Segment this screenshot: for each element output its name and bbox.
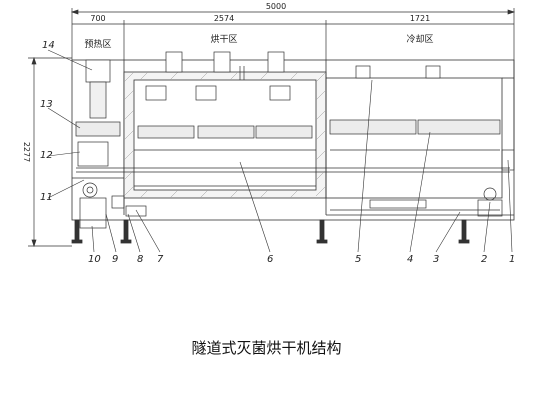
callout-leaders	[47, 49, 513, 253]
exhaust-fans	[165, 51, 441, 80]
callout-14: 14	[42, 40, 55, 51]
zone-cooling-label: 冷却区	[406, 33, 433, 45]
callout-3: 3	[433, 254, 439, 265]
callout-1: 1	[509, 254, 515, 265]
callout-13: 13	[40, 99, 53, 110]
outfeed-drive	[369, 149, 515, 217]
callout-10: 10	[88, 254, 101, 265]
dim-cooling: 1721	[410, 14, 430, 23]
callout-7: 7	[157, 254, 164, 265]
figure-caption: 隧道式灭菌烘干机结构	[191, 339, 342, 357]
dimension-lines	[28, 8, 516, 248]
callout-9: 9	[112, 254, 118, 265]
support-legs	[71, 219, 470, 244]
callout-4: 4	[407, 254, 413, 265]
callout-5: 5	[355, 254, 361, 265]
dim-drying: 2574	[214, 14, 234, 23]
heater-boxes	[145, 85, 291, 101]
dim-height: 2277	[22, 142, 31, 162]
callout-8: 8	[137, 254, 143, 265]
machine-body	[71, 59, 515, 221]
callout-2: 2	[481, 254, 487, 265]
dim-preheat: 700	[90, 14, 105, 23]
zone-preheat-label: 预热区	[84, 38, 111, 50]
infeed-drive	[72, 177, 147, 229]
callout-6: 6	[267, 254, 273, 265]
hepa-filters	[75, 119, 501, 139]
insulation-hatch	[123, 71, 327, 199]
preheat-blower	[77, 59, 111, 167]
dim-overall: 5000	[266, 2, 286, 11]
callout-11: 11	[40, 192, 53, 203]
callout-12: 12	[40, 150, 53, 161]
zone-drying-label: 烘干区	[210, 33, 237, 45]
